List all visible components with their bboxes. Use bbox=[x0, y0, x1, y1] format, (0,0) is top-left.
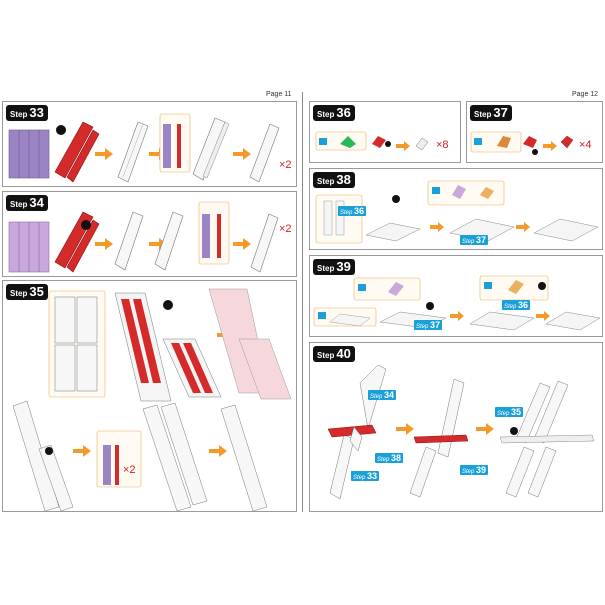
step-35-panel: Step 35 ×2 bbox=[2, 280, 297, 512]
reference-step-37: Step 37 bbox=[460, 235, 489, 245]
step-39-badge: Step 39 bbox=[313, 259, 355, 275]
step-35-badge: Step 35 bbox=[6, 284, 48, 300]
reference-step-36: Step 36 bbox=[502, 300, 531, 310]
quantity-step-36: ×8 bbox=[436, 139, 449, 151]
reference-step-36: Step 36 bbox=[338, 206, 367, 216]
step-33-illustration bbox=[8, 113, 280, 183]
step-38-badge: Step 38 bbox=[313, 172, 355, 188]
step-37-illustration bbox=[470, 131, 574, 155]
quantity-step-35: ×2 bbox=[123, 464, 136, 476]
reference-step-34: Step 34 bbox=[368, 390, 397, 400]
page-number-left: Page 11 bbox=[266, 91, 292, 98]
step-39-panel: Step 39 Step 37 Step 36 bbox=[309, 255, 603, 337]
step-35-illustration bbox=[12, 288, 292, 512]
step-40-illustration bbox=[327, 364, 595, 500]
step-40-panel: Step 40 Step 34 Step 35 Step 38 Step 39 … bbox=[309, 342, 603, 512]
step-36-panel: Step 36 ×8 bbox=[309, 101, 461, 163]
step-40-badge: Step 40 bbox=[313, 346, 355, 362]
quantity-step-33: ×2 bbox=[279, 159, 292, 171]
quantity-step-34: ×2 bbox=[279, 223, 292, 235]
page-divider bbox=[302, 92, 303, 512]
quantity-step-37: ×4 bbox=[579, 139, 592, 151]
page-number-right: Page 12 bbox=[572, 91, 599, 98]
step-36-badge: Step 36 bbox=[313, 105, 355, 121]
reference-step-38: Step 38 bbox=[375, 453, 404, 463]
step-37-badge: Step 37 bbox=[470, 105, 512, 121]
step-38-panel: Step 38 Step 36 Step 37 bbox=[309, 168, 603, 250]
step-34-illustration bbox=[8, 201, 279, 273]
step-36-illustration bbox=[315, 131, 429, 151]
reference-step-37: Step 37 bbox=[414, 320, 443, 330]
step-33-panel: Step 33 ×2 bbox=[2, 101, 297, 187]
step-34-panel: Step 34 ×2 bbox=[2, 191, 297, 277]
reference-step-33: Step 33 bbox=[351, 471, 380, 481]
step-39-illustration bbox=[313, 275, 601, 331]
step-37-panel: Step 37 ×4 bbox=[466, 101, 603, 163]
reference-step-35: Step 35 bbox=[495, 407, 524, 417]
step-33-badge: Step 33 bbox=[6, 105, 48, 121]
step-34-badge: Step 34 bbox=[6, 195, 48, 211]
reference-step-39: Step 39 bbox=[460, 465, 489, 475]
